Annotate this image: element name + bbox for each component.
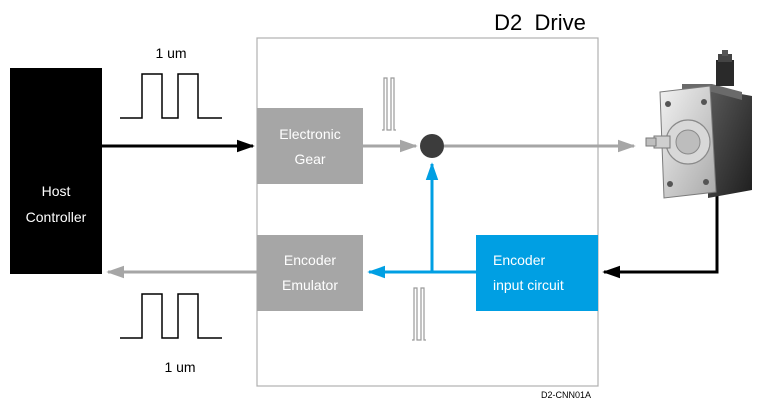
figure-code: D2-CNN01A	[541, 390, 591, 400]
drive-title: D2 Drive	[494, 10, 586, 35]
electronic-gear-label-line2: Gear	[294, 151, 325, 167]
motor-to-encoder-input-arrow	[604, 196, 717, 272]
encoder-emulator-block	[257, 235, 363, 311]
encoder-input-circuit-block	[476, 235, 598, 311]
top-pulse-train-icon	[120, 74, 222, 118]
host-controller-label-line2: Controller	[26, 209, 87, 225]
top-pulse-label: 1 um	[155, 45, 186, 61]
host-controller-label-line1: Host	[42, 183, 71, 199]
bottom-pulse-train-icon	[120, 294, 222, 338]
drive-boundary	[257, 38, 598, 386]
summing-junction-icon	[420, 134, 444, 158]
electronic-gear-block	[257, 108, 363, 184]
host-controller-block	[10, 68, 102, 274]
electronic-gear-label-line1: Electronic	[279, 126, 340, 142]
encoder-input-label-line2: input circuit	[493, 277, 564, 293]
bottom-pulse-label: 1 um	[164, 359, 195, 375]
servo-motor-icon	[646, 50, 752, 198]
encoder-emulator-label-line1: Encoder	[284, 252, 336, 268]
encoder-input-label-line1: Encoder	[493, 252, 545, 268]
encoder-emulator-label-line2: Emulator	[282, 277, 338, 293]
